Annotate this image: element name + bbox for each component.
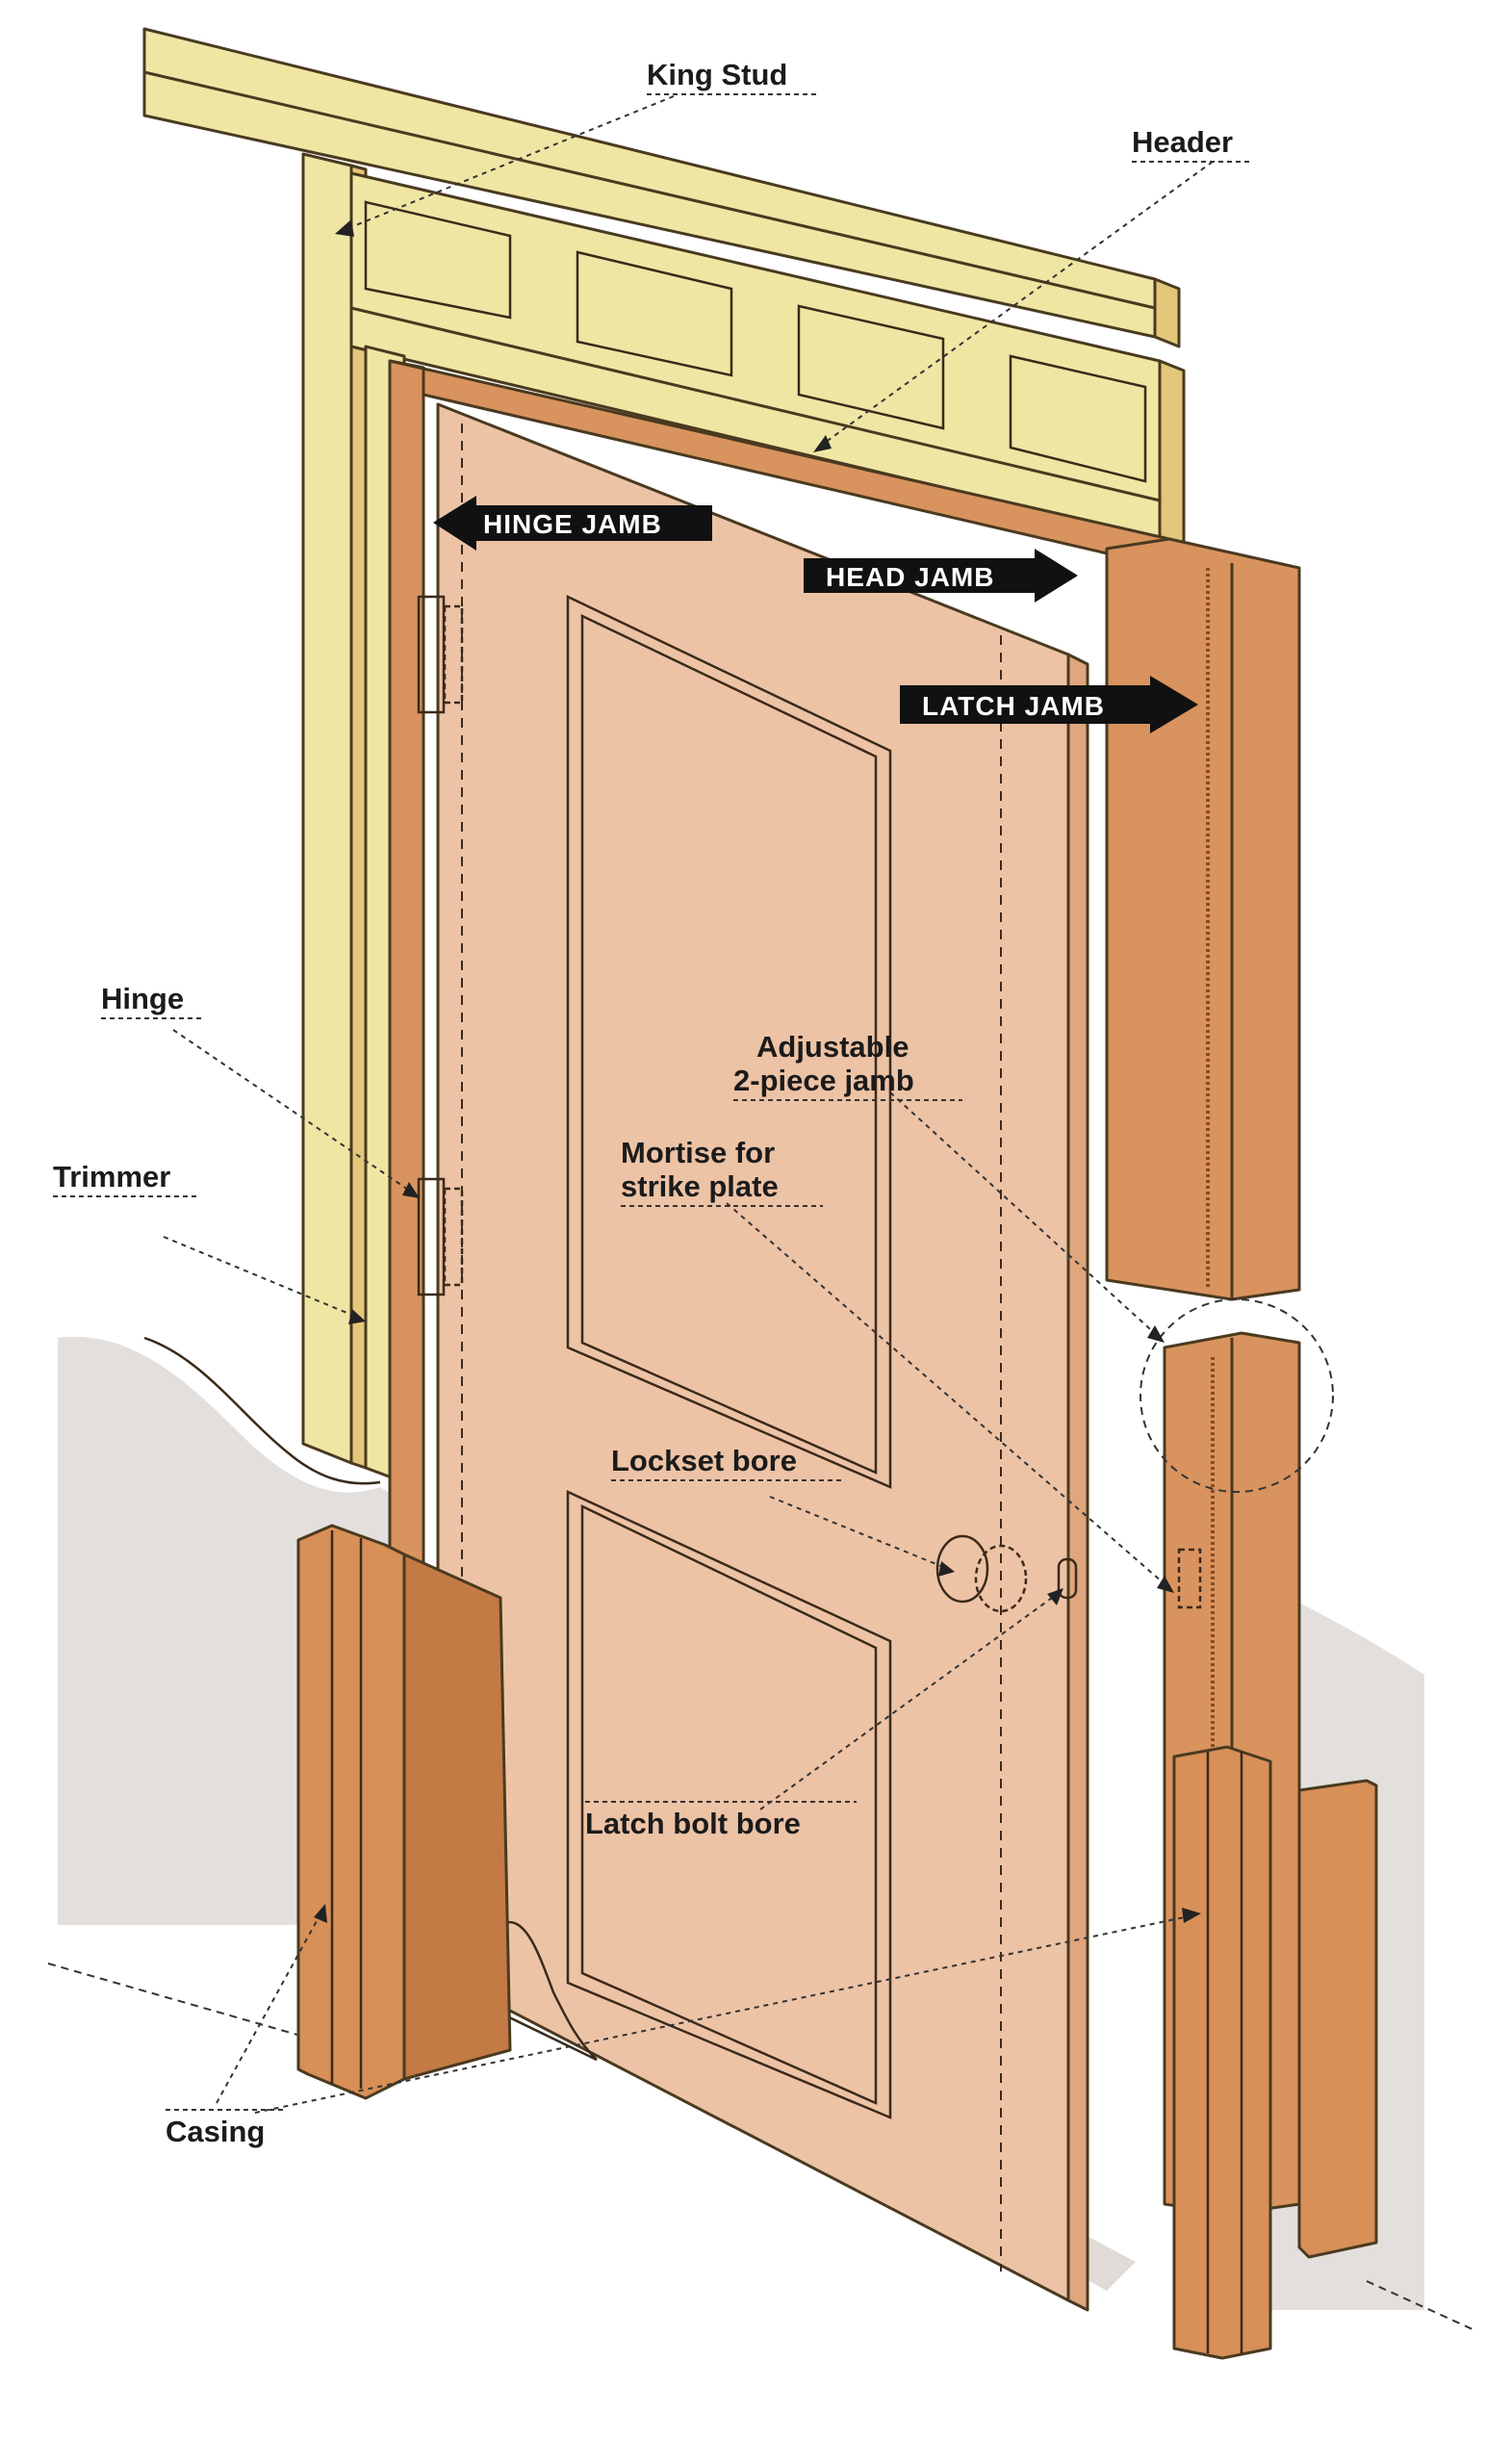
leader-casing-right	[254, 1914, 1194, 2114]
door-upper-panel-bevel	[580, 614, 878, 1475]
strike-mortise	[1177, 1548, 1202, 1609]
leader-lines	[163, 95, 1214, 2114]
leader-header	[817, 161, 1214, 449]
top-plate-end	[1153, 277, 1181, 348]
latch-jamb-arrow: LATCH JAMB	[900, 676, 1198, 733]
king-stud-label: King Stud	[647, 58, 787, 91]
casing-right-inner	[1172, 1745, 1272, 2360]
head-jamb-piece	[388, 359, 1171, 570]
floor-line-left	[47, 1963, 319, 2041]
door-lower-panel	[566, 1490, 892, 2119]
arrowhead-header	[813, 435, 832, 452]
leader-king-stud	[341, 95, 675, 232]
king-stud	[301, 152, 353, 1465]
header-label: Header	[1132, 125, 1233, 159]
hinge-jamb-label: HINGE JAMB	[483, 509, 662, 539]
door-upper-panel	[566, 595, 892, 1489]
head-jamb-arrow-shape	[804, 549, 1078, 603]
hinge-top-leaf	[443, 604, 464, 705]
leader-lockset	[769, 1496, 949, 1570]
arrowhead-hinge	[402, 1182, 420, 1198]
floor-line-right	[1366, 2280, 1473, 2330]
latch-jamb-label: LATCH JAMB	[922, 691, 1105, 721]
mortise-label-line1: Mortise for	[621, 1136, 775, 1169]
header-end	[1158, 359, 1186, 551]
arrowhead-casing-left	[314, 1904, 327, 1923]
head-jamb-arrow: HEAD JAMB	[804, 549, 1078, 603]
casing-right-inner-profile	[1206, 1752, 1243, 2353]
labels: King Stud Header Hinge Trimmer Adjustabl…	[53, 58, 1253, 2148]
adjustable-jamb-label-line2: 2-piece jamb	[733, 1064, 914, 1097]
leader-latch-bolt	[759, 1592, 1060, 1810]
cripple-gap-4	[1009, 354, 1147, 483]
mortise-label-line2: strike plate	[621, 1169, 779, 1203]
door-edge	[1066, 653, 1089, 2312]
leader-trimmer	[163, 1236, 362, 1320]
adjustable-jamb-label-line1: Adjustable	[756, 1030, 909, 1064]
latch-bolt-bore-label: Latch bolt bore	[585, 1807, 801, 1840]
leader-adjustable-jamb	[889, 1091, 1161, 1339]
king-stud-side	[349, 164, 368, 1470]
casing-right-outer	[1297, 1779, 1378, 2259]
arrowhead-lockset	[938, 1561, 955, 1577]
jamb-detail-circle	[1140, 1298, 1334, 1493]
latch-jamb-arrow-shape	[900, 676, 1198, 733]
cripple-gap-2	[576, 250, 733, 377]
head-jamb-label: HEAD JAMB	[826, 562, 994, 592]
arrowhead-latch	[1047, 1588, 1063, 1605]
casing-left	[296, 1524, 406, 2100]
leader-arrowheads	[314, 219, 1201, 1923]
latch-jamb-upper	[1105, 537, 1301, 1301]
casing-left-side	[402, 1553, 512, 2081]
door-lower-panel-bevel	[580, 1504, 878, 2105]
hinge-jamb-arrow-shape	[433, 496, 712, 551]
lockset-bore-label: Lockset bore	[611, 1444, 797, 1477]
top-plate-face	[143, 70, 1156, 310]
latch-bolt-bore	[1057, 1557, 1078, 1600]
leader-mortise	[726, 1202, 1170, 1589]
arrowhead-mortise	[1157, 1576, 1174, 1593]
casing-left-profile	[330, 1530, 363, 2089]
hinge-label: Hinge	[101, 982, 184, 1015]
cripple-gap-3	[797, 304, 945, 430]
casing-label: Casing	[166, 2115, 265, 2148]
leader-casing-left	[216, 1910, 323, 2104]
wall-edge-line	[143, 1336, 381, 1485]
arrowhead-trimmer	[348, 1309, 366, 1324]
hinge-middle-leaf	[443, 1187, 464, 1287]
hinge-jamb-arrow: HINGE JAMB	[433, 496, 712, 551]
lockset-bore	[935, 1534, 989, 1604]
arrowhead-casing-right	[1182, 1908, 1201, 1923]
trimmer-label: Trimmer	[53, 1160, 170, 1194]
cripple-gap-1	[364, 200, 512, 320]
arrowhead-adjustable	[1147, 1325, 1165, 1343]
lockset-bore-inner	[974, 1544, 1028, 1613]
arrowhead-king-stud	[335, 219, 354, 237]
leader-hinge	[172, 1029, 415, 1194]
